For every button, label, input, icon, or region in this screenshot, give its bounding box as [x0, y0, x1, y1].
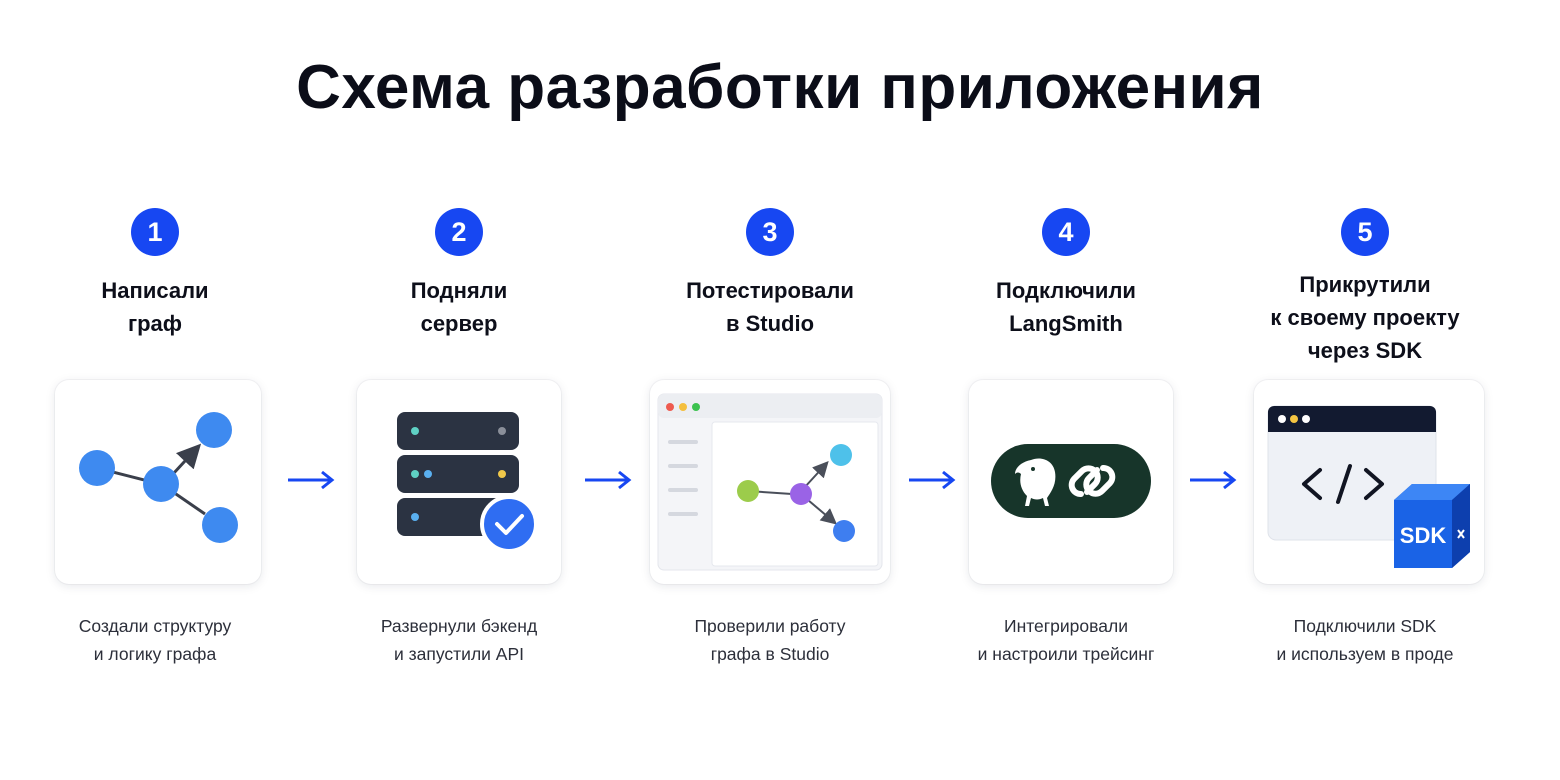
step-card [969, 380, 1173, 584]
langsmith-logo-icon [991, 444, 1151, 518]
step-4: 4 Подключили LangSmith Интегрировали и н… [936, 0, 1196, 780]
step-number-badge: 4 [1042, 208, 1090, 256]
step-2: 2 Подняли сервер Развернули бэкенд и зап… [329, 0, 589, 780]
step-card [357, 380, 561, 584]
step-number-badge: 3 [746, 208, 794, 256]
step-number-badge: 5 [1341, 208, 1389, 256]
step-heading: Написали граф [101, 278, 209, 336]
step-heading: Потестировали в Studio [686, 278, 854, 336]
server-check-icon [397, 412, 538, 553]
step-description: Интегрировали и настроили трейсинг [977, 616, 1155, 664]
step-description: Проверили работу графа в Studio [694, 616, 846, 664]
parrot-icon [1015, 458, 1056, 506]
arrow-right-icon [909, 470, 956, 490]
step-description: Подключили SDK и используем в проде [1276, 616, 1454, 664]
step-number-badge: 1 [131, 208, 179, 256]
step-5: 5 Прикрутили к своему проекту через SDK … [1235, 0, 1495, 780]
arrow-right-icon [288, 470, 335, 490]
step-description: Создали структуру и логику графа [78, 616, 232, 664]
step-number-badge: 2 [435, 208, 483, 256]
step-card [55, 380, 261, 584]
sdk-box-label: SDK [1400, 523, 1447, 548]
graph-nodes-icon [79, 412, 238, 543]
step-heading: Подняли сервер [410, 278, 508, 336]
step-card: SDK [1254, 380, 1484, 584]
step-heading: Подключили LangSmith [996, 278, 1136, 336]
chain-link-icon [1068, 465, 1116, 497]
arrow-right-icon [1190, 470, 1237, 490]
step-heading: Прикрутили к своему проекту через SDK [1270, 272, 1460, 363]
studio-window-icon [657, 393, 883, 571]
step-description: Развернули бэкенд и запустили API [380, 616, 538, 664]
page-title: Схема разработки приложения [296, 53, 1264, 122]
sdk-code-window-icon: SDK [1267, 405, 1470, 568]
arrow-right-icon [585, 470, 632, 490]
step-1: 1 Написали граф Создали структуру и логи… [25, 0, 285, 780]
step-card [650, 380, 890, 584]
step-3: 3 Потестировали в Studio Проверили ра [640, 0, 900, 780]
